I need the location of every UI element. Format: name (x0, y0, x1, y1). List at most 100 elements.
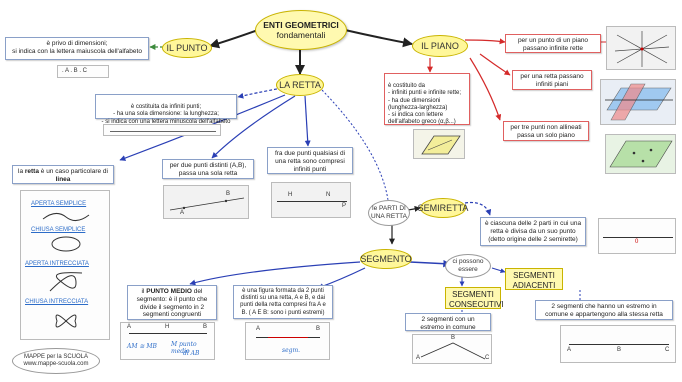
retta-desc-text: è costituita da infiniti punti; - ha una… (101, 104, 231, 125)
pm-segment (129, 333, 207, 334)
segmento-definition-text: è una figura formata da 2 punti distinti… (240, 288, 326, 316)
punto-example-figure: . A . B . C (57, 65, 109, 78)
pm-label-b: B (203, 324, 208, 330)
between-line (277, 201, 347, 202)
def-label-b: B (316, 326, 321, 332)
link-retta-twopoints (211, 95, 296, 159)
segmento-definition-figure: A B segm. (245, 322, 330, 360)
between-points-figure: H N P (271, 182, 351, 218)
point-lines-figure (606, 26, 676, 70)
piano-point-lines-text: per un punto di un piano passano infinit… (517, 37, 589, 52)
plane-parallelogram-icon (421, 135, 461, 155)
punto-description: è privo di dimensioni; si indica con la … (5, 37, 149, 60)
punto-medio-rest: del segmento: è il punto che divide il s… (136, 288, 208, 319)
punto-medio-pre: il (141, 288, 147, 295)
punto-label: IL PUNTO (166, 42, 208, 53)
between-points-box: fra due punti qualsiasi di una retta son… (267, 147, 353, 174)
fig-label-a: A (180, 210, 185, 216)
piano-point-lines-box: per un punto di un piano passano infinit… (505, 34, 601, 53)
semiretta-description: è ciascuna delle 2 parti in cui una rett… (480, 217, 586, 246)
line-through-two-points-icon (169, 197, 245, 211)
retta-description: è costituita da infiniti punti; - ha una… (95, 94, 237, 125)
cons-label-c: C (485, 355, 490, 361)
cons-label-b: B (451, 335, 456, 341)
segmento-definition-box: è una figura formata da 2 punti distinti… (233, 285, 333, 319)
plane-three-points-icon (609, 140, 673, 168)
semiretta-line (603, 237, 673, 238)
consecutivi-label: SEGMENTI CONSECUTIVI (449, 290, 504, 309)
semiretta-label: SEMIRETTA (417, 202, 469, 213)
credits-badge: MAPPE per la SCUOLA www.mappe-scuola.com (12, 348, 100, 374)
piano-three-points-box: per tre punti non allineati passa un sol… (503, 121, 589, 141)
semiretta-desc-text: è ciascuna delle 2 parti in cui una rett… (484, 220, 582, 243)
fig-label-p: P (342, 203, 347, 209)
fig-label-h: H (288, 192, 293, 198)
linea-pre: la (18, 168, 25, 175)
intersecting-planes-icon (605, 83, 673, 121)
adi-segment (569, 344, 669, 345)
retta-node: LA RETTA (276, 74, 324, 96)
adiacenti-description: 2 segmenti che hanno un estremo in comun… (535, 300, 673, 320)
retta-figure (103, 124, 221, 136)
punto-desc-line1: è privo di dimensioni; (46, 40, 108, 47)
piano-line-planes-box: per una retta passano infiniti piani (512, 70, 592, 90)
curve-aperta-intrecciata-label: APERTA INTRECCIATA (25, 261, 89, 267)
fig-label-n: N (326, 192, 331, 198)
adiacenti-node: SEGMENTI ADIACENTI (505, 268, 563, 290)
open-simple-curve-icon (42, 213, 90, 221)
between-points-text: fra due punti qualsiasi di una retta son… (274, 150, 346, 173)
punto-medio-bold: PUNTO MEDIO (146, 288, 192, 295)
link-retta-between (304, 95, 311, 147)
consecutive-segments-icon (420, 342, 486, 360)
segmento-node: SEGMENTO (360, 249, 412, 269)
link-segmento-puntomedio (189, 261, 361, 286)
link-possono-adiacenti (491, 267, 506, 274)
consecutivi-desc-text: 2 segmenti con un estremo in comune (420, 316, 476, 331)
closed-simple-curve-icon (51, 236, 81, 252)
def-segment-red (268, 337, 308, 338)
piano-figure (413, 129, 465, 159)
segmento-label: SEGMENTO (360, 253, 412, 264)
adi-label-a: A (567, 347, 572, 353)
curve-chiusa-semplice-label: CHIUSA SEMPLICE (31, 227, 86, 233)
main-concept: ENTI GEOMETRICI fondamentali (255, 10, 347, 50)
line-planes-figure (600, 79, 676, 125)
parti-retta-node: le PARTI DI UNA RETTA (368, 200, 410, 226)
two-points-figure: A B (163, 185, 249, 219)
adi-label-b: B (617, 347, 622, 353)
link-piano-lineplanes (479, 53, 511, 76)
pm-note-medio: M punto medio (171, 341, 197, 355)
piano-line-planes-text: per una retta passano infiniti piani (520, 73, 584, 88)
link-piano-threepoints (469, 57, 502, 121)
link-piano-pointlines (464, 38, 506, 45)
adi-label-c: C (665, 347, 670, 353)
main-concept-title: ENTI GEOMETRICI (263, 19, 339, 30)
concurrent-lines-icon (614, 31, 670, 67)
three-points-figure (605, 134, 676, 174)
punto-node: IL PUNTO (162, 38, 212, 58)
link-semiretta-desc (464, 201, 492, 216)
link-main-punto (209, 29, 259, 49)
retta-linea-box: la retta è un caso particolare di linea (12, 165, 114, 184)
linea-bold-linea: linea (55, 175, 71, 183)
curves-figure: APERTA SEMPLICE CHIUSA SEMPLICE APERTA I… (20, 190, 110, 340)
def-note: segm. (282, 347, 301, 354)
semiretta-node: SEMIRETTA (417, 198, 469, 218)
punto-medio-box: il PUNTO MEDIO del segmento: è il punto … (127, 285, 217, 320)
piano-description: è costituito da - infiniti punti e infin… (384, 73, 470, 125)
semiretta-figure: 0 (598, 218, 676, 254)
parti-retta-text: le PARTI DI UNA RETTA (371, 205, 407, 220)
open-crossed-curve-icon (49, 272, 83, 292)
curve-aperta-semplice-label: APERTA SEMPLICE (31, 201, 87, 207)
piano-three-points-text: per tre punti non allineati passa un sol… (510, 124, 582, 139)
linea-mid: è un caso particolare di (38, 168, 108, 175)
piano-desc-text: è costituito da - infiniti punti e infin… (388, 83, 462, 126)
fig-label-b: B (226, 191, 231, 197)
pm-note-ab: di AB (183, 350, 200, 357)
punto-example-text: . A . B . C (62, 68, 88, 74)
retta-label: LA RETTA (279, 79, 321, 90)
retta-line (110, 131, 216, 132)
credits-line2: www.mappe-scuola.com (23, 361, 89, 367)
pm-label-h: H (165, 324, 170, 330)
piano-node: IL PIANO (412, 35, 468, 57)
